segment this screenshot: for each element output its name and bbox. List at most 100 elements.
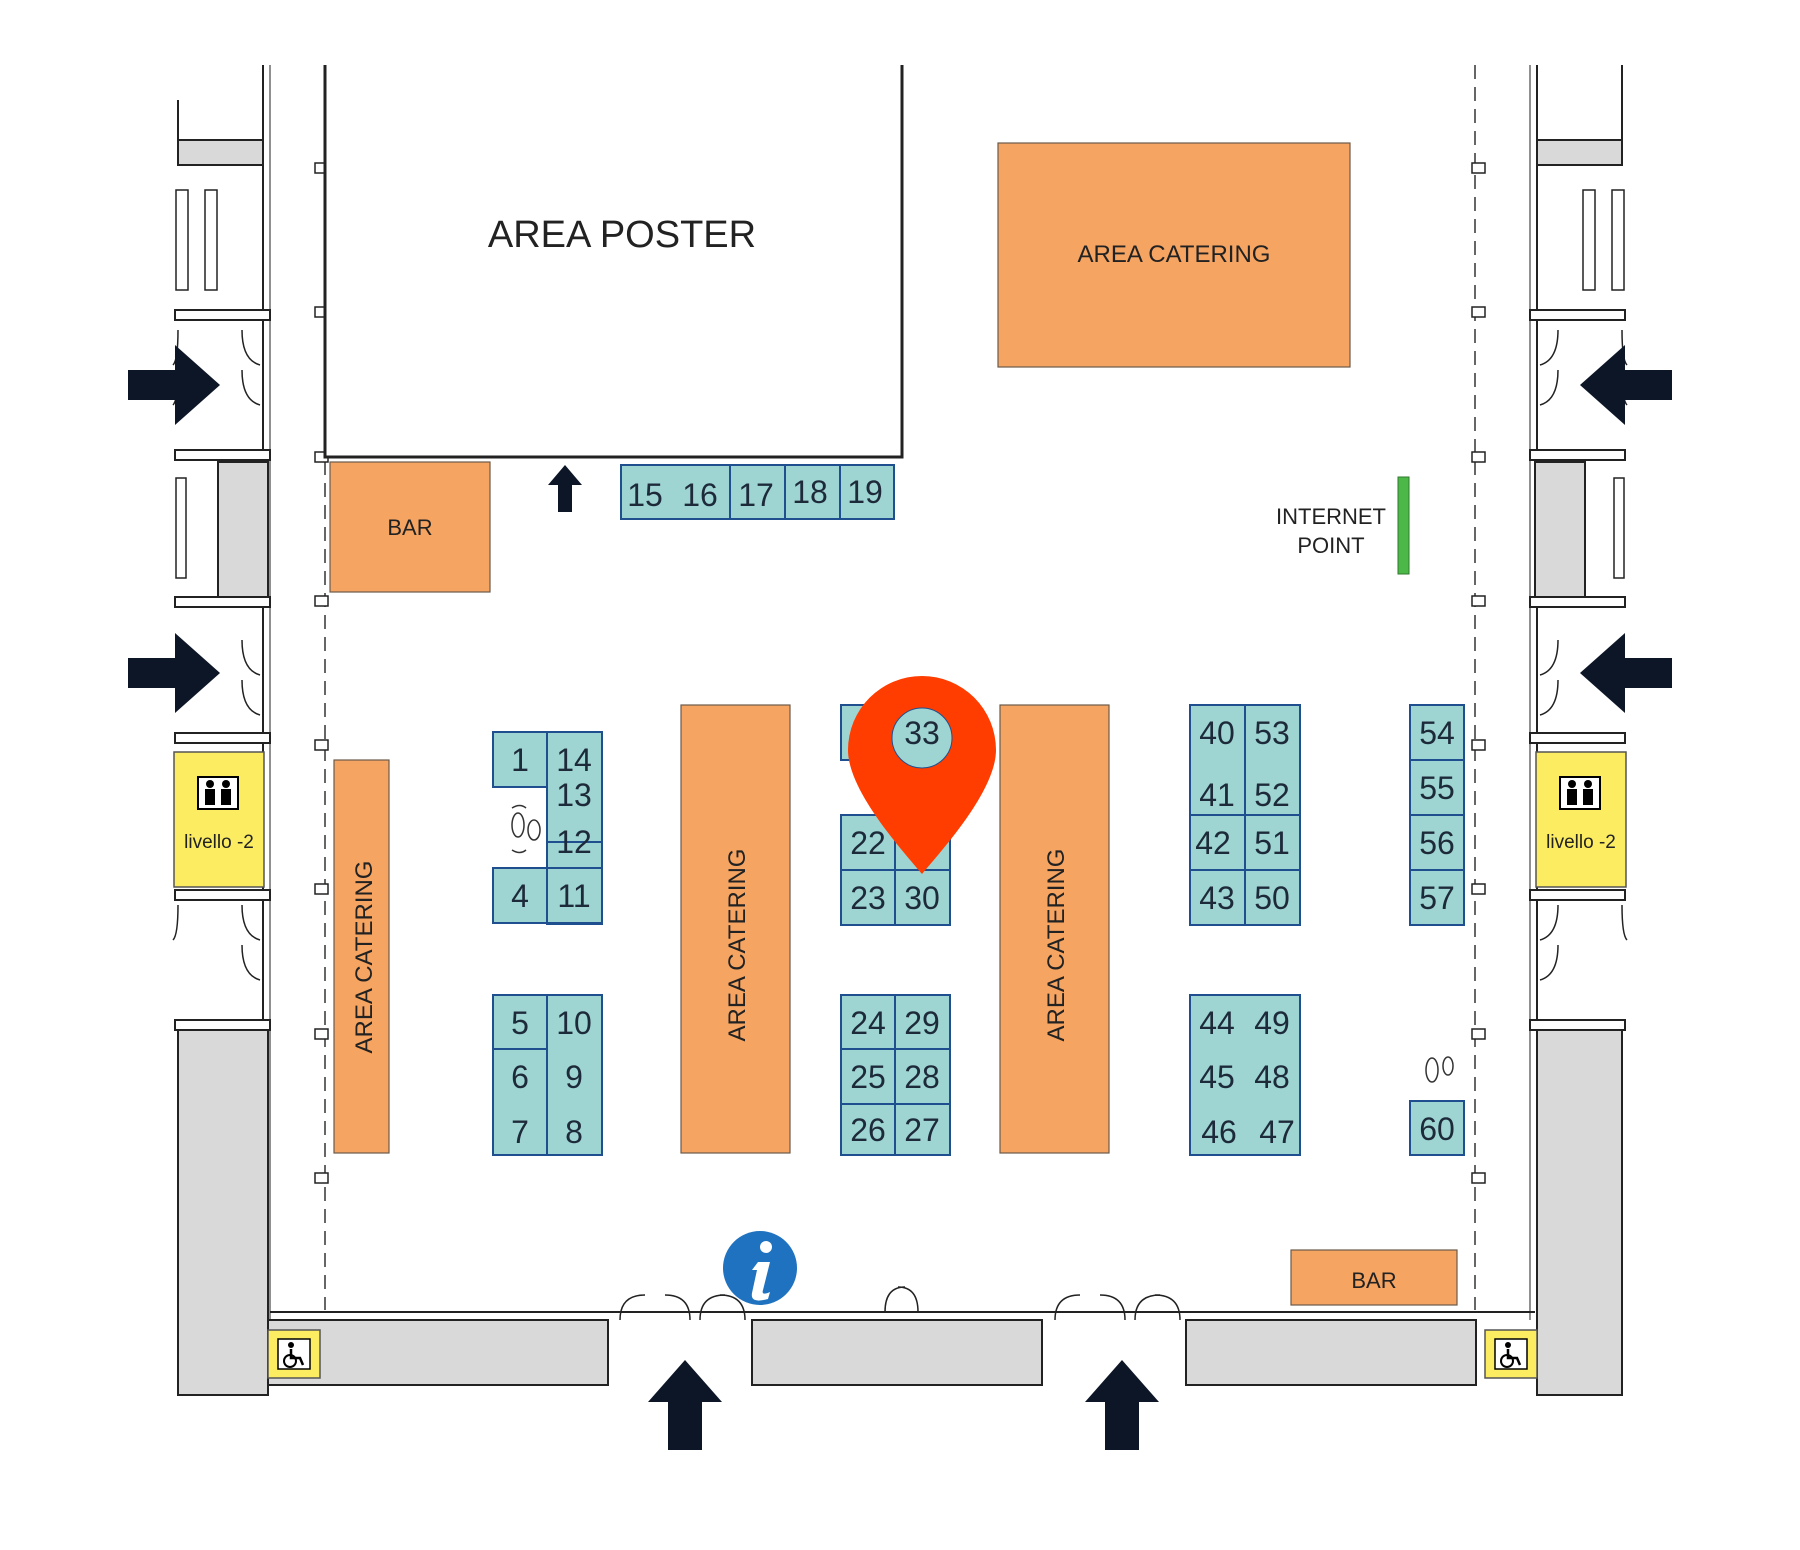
footprints-icon bbox=[511, 804, 541, 854]
entrance-arrow-icon bbox=[1580, 345, 1672, 425]
booth-group-1-14: 1 14 13 12 4 11 bbox=[492, 731, 603, 925]
booth-54-label: 54 bbox=[1419, 715, 1455, 751]
internet-point: INTERNET POINT bbox=[1276, 476, 1410, 575]
booth-24-label: 24 bbox=[850, 1005, 886, 1041]
area-catering-mid: AREA CATERING bbox=[680, 704, 791, 1154]
booth-9-label: 9 bbox=[565, 1059, 583, 1095]
entrance-arrow-icon bbox=[1580, 633, 1672, 713]
booth-6-label: 6 bbox=[511, 1059, 529, 1095]
booth-50[interactable] bbox=[1244, 869, 1301, 926]
booth-4-label: 4 bbox=[511, 878, 529, 914]
booth-46-label: 46 bbox=[1201, 1114, 1237, 1150]
booth-group-15-19: 15 16 17 18 19 bbox=[620, 464, 895, 520]
entrance-arrow-icon bbox=[128, 633, 220, 713]
booth-49-label: 49 bbox=[1254, 1005, 1290, 1041]
booth-22-label: 22 bbox=[850, 825, 886, 861]
booth-40-label: 40 bbox=[1199, 715, 1235, 751]
booth-26[interactable] bbox=[840, 1103, 896, 1156]
footprints-icon bbox=[1425, 1056, 1454, 1083]
booth-45-label: 45 bbox=[1199, 1059, 1235, 1095]
area-catering-top-label: AREA CATERING bbox=[1078, 241, 1271, 268]
entrance-arrows bbox=[128, 345, 1672, 1450]
map-pin-icon[interactable]: 33 bbox=[848, 676, 996, 874]
booth-11[interactable] bbox=[546, 867, 603, 924]
booth-group-40-53: 40 53 41 52 42 51 43 50 bbox=[1189, 704, 1301, 926]
booth-10-label: 10 bbox=[556, 1005, 592, 1041]
accessible-toilet-right bbox=[1484, 1329, 1538, 1379]
bar-bottom: BAR bbox=[1290, 1249, 1458, 1306]
booth-57-label: 57 bbox=[1419, 880, 1455, 916]
booth-55[interactable] bbox=[1409, 759, 1465, 816]
booth-5-label: 5 bbox=[511, 1005, 529, 1041]
booth-48-label: 48 bbox=[1254, 1059, 1290, 1095]
elevator-left-label: livello -2 bbox=[184, 832, 254, 853]
accessible-icon bbox=[1494, 1338, 1528, 1370]
booth-group-5-10: 5 10 6 9 7 8 bbox=[492, 994, 603, 1156]
area-catering-top: AREA CATERING bbox=[997, 142, 1351, 368]
booth-43-label: 43 bbox=[1199, 880, 1235, 916]
bar-top: BAR bbox=[329, 461, 491, 593]
area-catering-mid-label: AREA CATERING bbox=[724, 849, 751, 1042]
booth-5[interactable] bbox=[492, 994, 548, 1050]
booth-group-44-49: 44 49 45 48 46 47 bbox=[1189, 994, 1301, 1156]
booth-56[interactable] bbox=[1409, 814, 1465, 871]
booth-26-label: 26 bbox=[850, 1112, 886, 1148]
booth-55-label: 55 bbox=[1419, 770, 1455, 806]
booth-1-label: 1 bbox=[511, 742, 529, 778]
elevator-right: livello -2 bbox=[1535, 751, 1627, 888]
booth-29[interactable] bbox=[894, 994, 951, 1050]
booth-42-label: 42 bbox=[1195, 825, 1231, 861]
booth-group-60: 60 bbox=[1409, 1056, 1465, 1156]
booth-57[interactable] bbox=[1409, 869, 1465, 926]
entrance-arrow-icon bbox=[1085, 1360, 1159, 1450]
booth-33-label-in-pin: 33 bbox=[904, 715, 940, 751]
area-poster-label: AREA POSTER bbox=[488, 214, 756, 256]
booth-18-label: 18 bbox=[792, 474, 828, 510]
booth-24[interactable] bbox=[840, 994, 896, 1050]
booth-6-7[interactable] bbox=[492, 1048, 548, 1156]
booth-54[interactable] bbox=[1409, 704, 1465, 761]
bar-top-label: BAR bbox=[387, 515, 432, 540]
restroom-icon bbox=[1559, 776, 1601, 810]
booth-60-label: 60 bbox=[1419, 1111, 1455, 1147]
booth-19-label: 19 bbox=[847, 474, 883, 510]
booth-52-label: 52 bbox=[1254, 777, 1290, 813]
booth-14-label: 14 bbox=[556, 742, 592, 778]
booth-27[interactable] bbox=[894, 1103, 951, 1156]
booth-44-49-block[interactable] bbox=[1189, 994, 1301, 1156]
booth-30-label: 30 bbox=[904, 880, 940, 916]
booth-51[interactable] bbox=[1244, 814, 1301, 871]
booth-51-label: 51 bbox=[1254, 825, 1290, 861]
booth-53-label: 53 bbox=[1254, 715, 1290, 751]
area-poster: AREA POSTER bbox=[323, 65, 904, 459]
booth-group-24-29: 24 29 25 28 26 27 bbox=[840, 994, 951, 1156]
booth-12-label: 12 bbox=[556, 824, 592, 860]
booth-60[interactable] bbox=[1409, 1100, 1465, 1156]
booth-29-label: 29 bbox=[904, 1005, 940, 1041]
restroom-icon bbox=[197, 776, 239, 810]
bar-bottom-label: BAR bbox=[1351, 1268, 1396, 1293]
booth-8-label: 8 bbox=[565, 1114, 583, 1150]
booth-41-label: 41 bbox=[1199, 777, 1235, 813]
entrance-arrow-icon bbox=[648, 1360, 722, 1450]
booth-42[interactable] bbox=[1189, 814, 1246, 871]
booth-17-label: 17 bbox=[738, 477, 774, 513]
info-icon[interactable] bbox=[723, 1231, 797, 1305]
area-catering-right-label: AREA CATERING bbox=[1043, 849, 1070, 1042]
booth-56-label: 56 bbox=[1419, 825, 1455, 861]
booth-25-label: 25 bbox=[850, 1059, 886, 1095]
accessible-icon bbox=[277, 1338, 311, 1370]
booth-10-8[interactable] bbox=[546, 994, 603, 1156]
building-structure bbox=[172, 65, 1628, 1396]
area-catering-left-label: AREA CATERING bbox=[351, 861, 378, 1054]
booth-28-label: 28 bbox=[904, 1059, 940, 1095]
booth-19[interactable] bbox=[839, 464, 895, 520]
internet-point-label-line2: POINT bbox=[1297, 533, 1364, 558]
booth-47-label: 47 bbox=[1259, 1114, 1295, 1150]
booth-4[interactable] bbox=[492, 867, 548, 924]
elevator-right-label: livello -2 bbox=[1546, 832, 1616, 853]
area-catering-left: AREA CATERING bbox=[333, 759, 390, 1154]
booth-13-label: 13 bbox=[556, 777, 592, 813]
booth-group-54-57: 54 55 56 57 bbox=[1409, 704, 1465, 926]
